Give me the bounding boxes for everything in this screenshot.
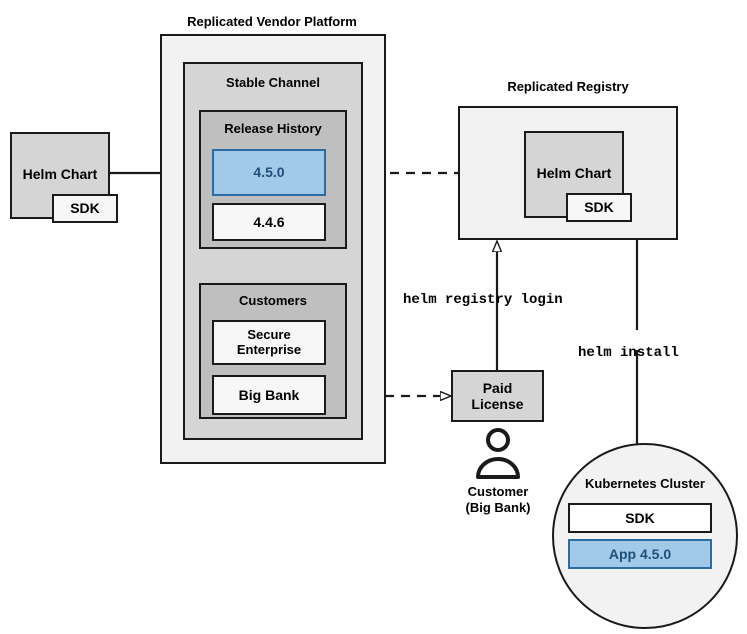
release-item-446[interactable]: 4.4.6: [212, 203, 326, 241]
customer-item-big-bank[interactable]: Big Bank: [212, 375, 326, 415]
command-helm-registry-login: helm registry login: [403, 292, 563, 308]
release-history-title: Release History: [224, 121, 322, 136]
paid-license-box[interactable]: Paid License: [451, 370, 544, 422]
customer-item-big-bank-label: Big Bank: [238, 386, 300, 403]
source-helm-chart-sdk[interactable]: SDK: [52, 194, 118, 223]
registry-helm-chart-sdk[interactable]: SDK: [566, 193, 632, 222]
cluster-item-sdk-label: SDK: [625, 509, 655, 526]
customer-actor-line1: Customer: [467, 484, 529, 499]
kubernetes-cluster-title: Kubernetes Cluster: [585, 476, 705, 491]
paid-license-line2: License: [471, 396, 524, 412]
stable-channel-title: Stable Channel: [226, 75, 320, 90]
release-item-450[interactable]: 4.5.0: [212, 149, 326, 196]
customer-item-secure-enterprise[interactable]: Secure Enterprise: [212, 320, 326, 365]
command-helm-install: helm install: [578, 345, 679, 361]
registry-helm-chart-label: Helm Chart: [536, 165, 612, 181]
customer-actor-line2: (Big Bank): [465, 500, 531, 516]
source-helm-chart-sdk-label: SDK: [70, 200, 100, 217]
cluster-item-sdk[interactable]: SDK: [568, 503, 712, 533]
registry-title: Replicated Registry: [507, 79, 629, 94]
source-helm-chart-label: Helm Chart: [22, 166, 98, 182]
platform-title: Replicated Vendor Platform: [187, 14, 357, 29]
paid-license-line1: Paid: [482, 379, 513, 396]
kubernetes-cluster-container: [552, 443, 738, 629]
customers-title: Customers: [239, 293, 307, 308]
release-item-446-label: 4.4.6: [253, 213, 285, 230]
person-icon: [476, 428, 520, 479]
customer-actor-caption: Customer (Big Bank): [428, 484, 568, 517]
customer-item-secure-enterprise-label: Secure Enterprise: [236, 326, 302, 357]
cluster-item-app[interactable]: App 4.5.0: [568, 539, 712, 569]
release-item-450-label: 4.5.0: [253, 164, 285, 181]
registry-helm-chart-sdk-label: SDK: [584, 199, 614, 216]
cluster-item-app-label: App 4.5.0: [608, 545, 672, 562]
